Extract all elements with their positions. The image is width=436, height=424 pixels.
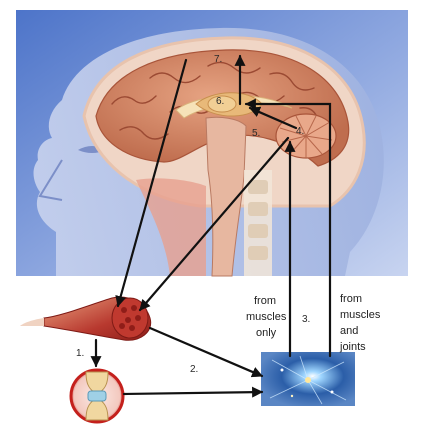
arrow-step3-muscles-joints xyxy=(244,98,332,358)
pathway-arrows xyxy=(90,54,332,398)
brainstem xyxy=(205,116,247,277)
label-step6: 6. xyxy=(216,96,224,107)
label-step4: 4. xyxy=(296,126,304,137)
source-label-muscles-only: from muscles only xyxy=(246,295,287,339)
neural-processing-image xyxy=(261,352,355,406)
muscles-joints-line3: and xyxy=(340,325,358,337)
source-label-muscles-and-joints: from muscles and joints xyxy=(339,293,381,353)
muscles-joints-line1: from xyxy=(340,293,362,305)
label-step3: 3. xyxy=(302,314,310,325)
muscles-joints-line2: muscles xyxy=(340,309,381,321)
arrow-joint-to-image xyxy=(122,386,264,398)
arrow-step5 xyxy=(248,106,298,130)
arrow-step2-muscle xyxy=(148,326,264,378)
label-step1: 1. xyxy=(76,348,84,359)
muscle-illustration xyxy=(20,296,152,341)
label-step7: 7. xyxy=(214,54,222,65)
joint-illustration xyxy=(69,368,125,424)
muscles-joints-line4: joints xyxy=(339,341,366,353)
arrow-cerebellum-to-muscle xyxy=(138,136,290,312)
muscles-only-line2: muscles xyxy=(246,311,287,323)
thalamus-center xyxy=(207,95,237,113)
label-step2: 2. xyxy=(190,364,198,375)
muscles-only-line1: from xyxy=(254,295,276,307)
muscles-only-line3: only xyxy=(256,327,277,339)
arrow-cortex-to-muscle xyxy=(115,58,188,308)
label-step5: 5. xyxy=(252,128,260,139)
spinal-column xyxy=(244,170,272,276)
face-nose xyxy=(38,159,63,201)
step-labels: 7. 6. 5. 4. 3. 2. 1. xyxy=(76,54,310,375)
throat-region xyxy=(136,178,206,276)
